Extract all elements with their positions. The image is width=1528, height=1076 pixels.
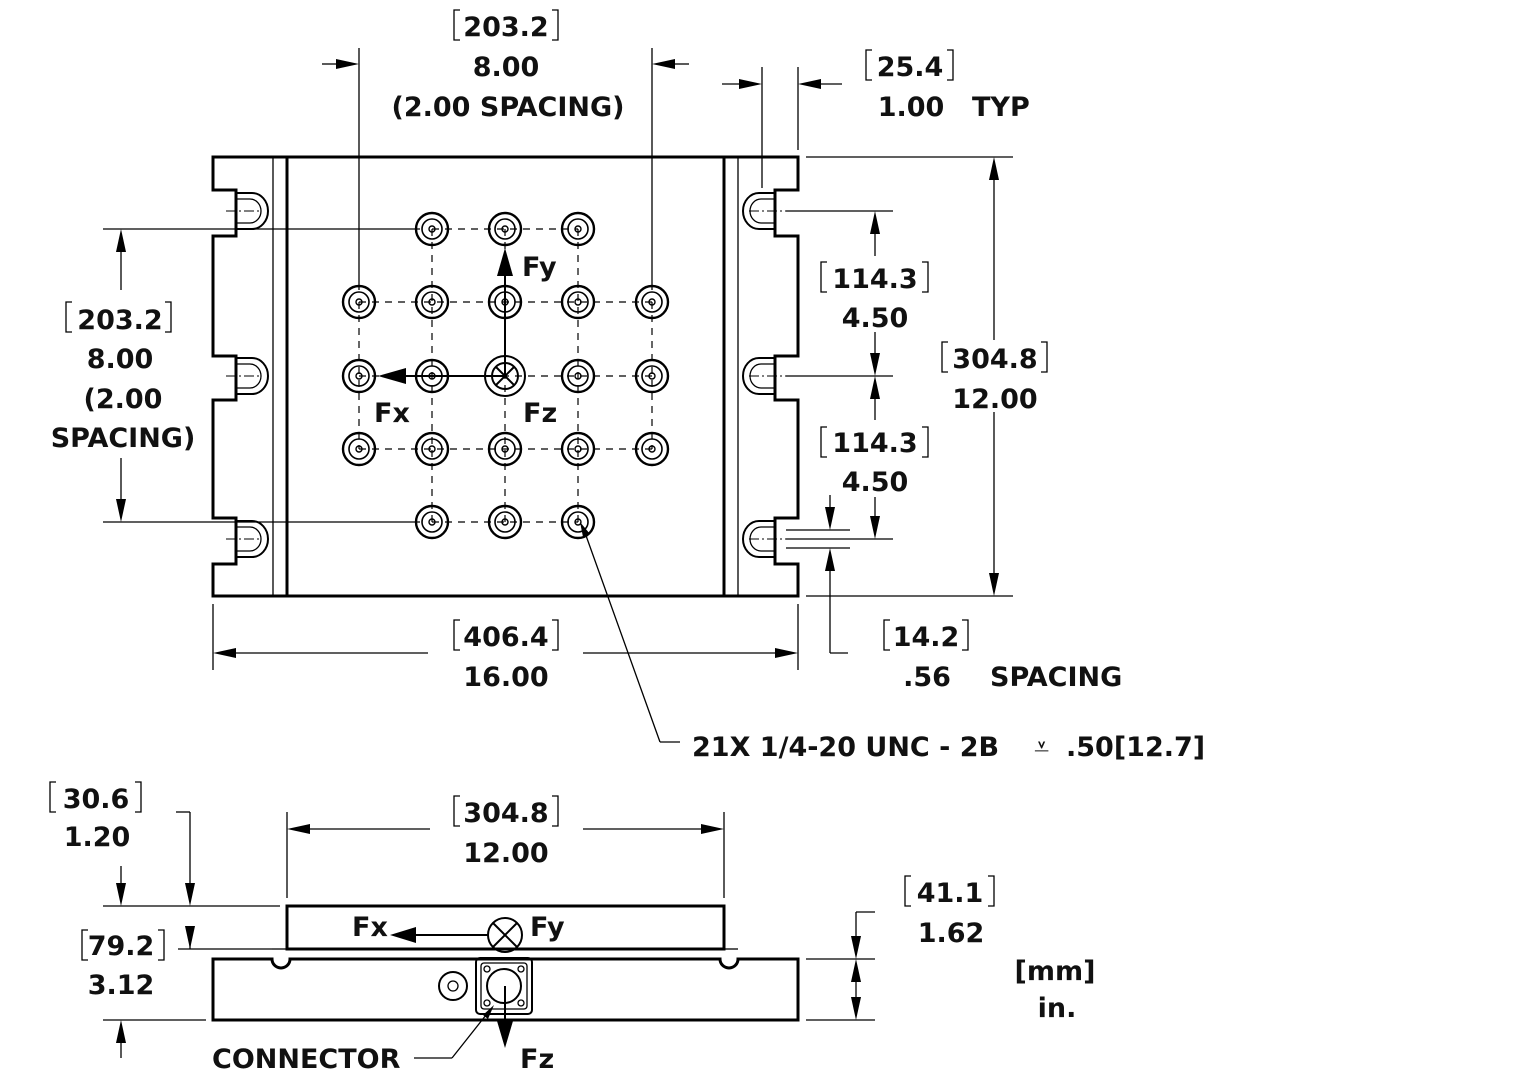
svg-text:SPACING: SPACING	[990, 662, 1122, 693]
svg-text:114.3: 114.3	[832, 428, 917, 459]
side-view: Fx Fy Fz CONNECTOR 304.8 12.00	[49, 781, 995, 1075]
svg-text:TYP: TYP	[972, 92, 1030, 123]
svg-text:114.3: 114.3	[832, 264, 917, 295]
fx-label: Fx	[374, 398, 410, 429]
svg-text:8.00: 8.00	[87, 344, 154, 375]
units-in: in.	[1038, 993, 1077, 1024]
threaded-hole	[414, 284, 450, 320]
svg-text:3.12: 3.12	[88, 970, 155, 1001]
svg-text:16.00: 16.00	[463, 662, 548, 693]
svg-text:.56: .56	[903, 662, 951, 693]
side-base	[211, 957, 800, 1022]
svg-text:203.2: 203.2	[463, 12, 548, 43]
side-fz-arrow	[497, 1021, 513, 1048]
threaded-hole	[560, 358, 596, 394]
svg-text:(2.00 SPACING): (2.00 SPACING)	[392, 92, 625, 123]
svg-text:1.62: 1.62	[918, 918, 985, 949]
connector-callout: CONNECTOR	[212, 1005, 494, 1075]
svg-text:4.50: 4.50	[842, 303, 909, 334]
units-mm: [mm]	[1015, 956, 1096, 987]
svg-text:SPACING): SPACING)	[51, 423, 196, 454]
svg-text:(2.00: (2.00	[84, 384, 163, 415]
fz-label: Fz	[523, 398, 557, 429]
threaded-hole	[560, 211, 596, 247]
threaded-hole	[487, 504, 523, 540]
svg-text:304.8: 304.8	[463, 798, 548, 829]
dim-pattern-height: 203.2 8.00 (2.00 SPACING)	[51, 228, 420, 523]
dim-slot-width: 25.4 1.00 TYP	[722, 49, 1030, 188]
svg-text:79.2: 79.2	[88, 931, 155, 962]
svg-text:CONNECTOR: CONNECTOR	[212, 1044, 401, 1075]
threaded-hole	[487, 431, 523, 467]
side-fz-label: Fz	[520, 1044, 554, 1075]
threaded-hole	[560, 431, 596, 467]
svg-text:1.00: 1.00	[878, 92, 945, 123]
svg-text:41.1: 41.1	[917, 878, 984, 909]
svg-text:406.4: 406.4	[463, 622, 548, 653]
dim-overall-height: 304.8 12.00	[806, 156, 1048, 597]
svg-text:14.2: 14.2	[893, 622, 960, 653]
top-view: Fy Fx Fz 203.2 8.00 (2.00 SPACING)	[51, 9, 1205, 763]
svg-text:203.2: 203.2	[77, 305, 162, 336]
svg-text:8.00: 8.00	[473, 52, 540, 83]
svg-text:4.50: 4.50	[842, 467, 909, 498]
fy-arrow	[497, 248, 513, 276]
mounting-slots-right	[742, 192, 786, 558]
mounting-slots-left	[226, 192, 269, 558]
fx-arrow	[378, 368, 406, 384]
svg-text:.50[12.7]: .50[12.7]	[1066, 732, 1205, 763]
svg-text:25.4: 25.4	[877, 52, 944, 83]
dim-top-plate-width: 304.8 12.00	[286, 795, 725, 898]
svg-text:12.00: 12.00	[952, 384, 1037, 415]
hole-callout: 21X 1/4-20 UNC - 2B ⩡ .50[12.7]	[580, 522, 1205, 763]
dim-overall-width: 406.4 16.00	[212, 604, 799, 693]
dim-base-height: 41.1 1.62	[806, 875, 995, 1021]
side-fx-arrow	[390, 927, 416, 943]
svg-text:21X 1/4-20 UNC - 2B: 21X 1/4-20 UNC - 2B	[692, 732, 999, 763]
threaded-hole	[634, 431, 670, 467]
fy-label: Fy	[522, 252, 557, 283]
dim-slot-gap: 14.2 .56 SPACING	[786, 495, 1122, 693]
threaded-hole	[414, 431, 450, 467]
threaded-hole	[560, 504, 596, 540]
threaded-hole	[560, 284, 596, 320]
top-plate	[285, 155, 726, 598]
svg-text:12.00: 12.00	[463, 838, 548, 869]
side-fx-label: Fx	[352, 912, 388, 943]
dim-plate-thickness: 30.6 1.20 79.2 3.12	[49, 781, 280, 1058]
base-outline	[211, 155, 800, 598]
dim-pattern-width: 203.2 8.00 (2.00 SPACING)	[322, 9, 689, 290]
threaded-hole	[634, 358, 670, 394]
svg-text:1.20: 1.20	[64, 822, 131, 853]
dim-slot-spacing: 114.3 4.50 114.3 4.50	[786, 210, 929, 540]
threaded-hole	[487, 211, 523, 247]
side-fy-label: Fy	[530, 912, 565, 943]
svg-text:304.8: 304.8	[952, 344, 1037, 375]
threaded-hole	[341, 358, 377, 394]
side-top-plate	[285, 904, 726, 951]
threaded-hole	[341, 431, 377, 467]
svg-text:30.6: 30.6	[63, 784, 130, 815]
svg-text:⩡: ⩡	[1034, 732, 1049, 763]
